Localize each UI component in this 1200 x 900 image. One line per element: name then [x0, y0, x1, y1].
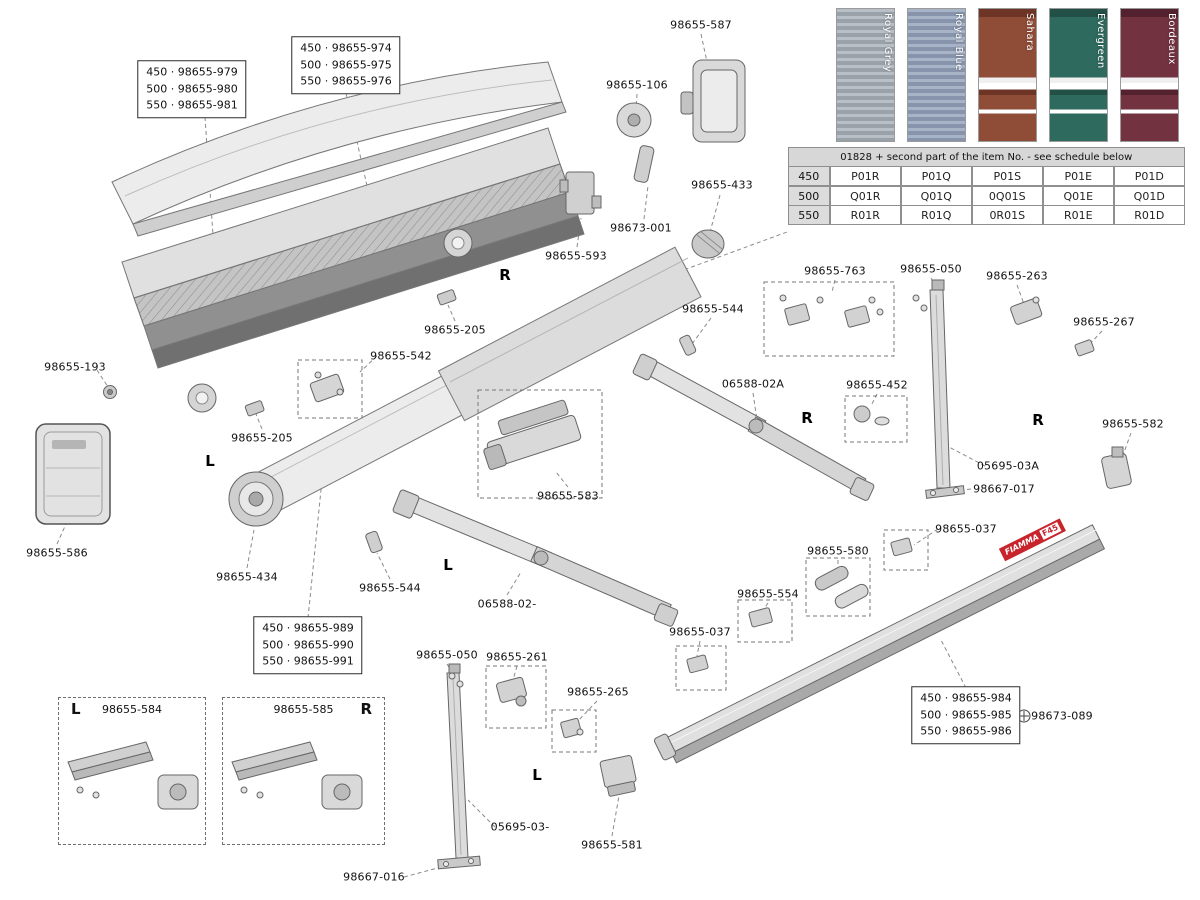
- part-label-98655-205: 98655-205: [424, 323, 486, 337]
- part-label-98655-580: 98655-580: [807, 544, 869, 558]
- fabric-code-cell: R01R: [829, 205, 901, 225]
- size-cell-550: 550: [787, 205, 830, 225]
- fabric-code-cell: P01D: [1113, 166, 1185, 186]
- part-label-98667-016: 98667-016: [343, 870, 405, 884]
- part-label-98655-263: 98655-263: [986, 269, 1048, 283]
- side-marker-R: R: [499, 266, 511, 284]
- support-arm-lower-drawing: [392, 489, 679, 627]
- lead-bar-drawing: [653, 524, 1106, 764]
- part-label-98655-433: 98655-433: [691, 178, 753, 192]
- size-label-line: 550 · 98655-991: [262, 654, 354, 668]
- fabric-code-cell: R01Q: [900, 205, 972, 225]
- part-label-98655-106: 98655-106: [606, 78, 668, 92]
- group-box-label: 98655-585: [273, 703, 334, 716]
- part-label-98655-434: 98655-434: [216, 570, 278, 584]
- size-label-box-roller-tube-sizes: 450 · 98655-989 500 · 98655-990 550 · 9865…: [253, 616, 363, 674]
- size-label-box-lead-bar-sizes: 450 · 98655-984 500 · 98655-985 550 · 9865…: [911, 686, 1021, 744]
- swatch-name: Bordeaux: [1166, 13, 1177, 65]
- fabric-swatch-row: Royal Grey Royal Blue Sahara Evergreen Borde…: [830, 8, 1185, 142]
- fabric-code-cell: P01Q: [900, 166, 972, 186]
- small-parts-drawing: [67, 59, 1132, 810]
- side-marker-L: L: [205, 452, 215, 470]
- fabric-swatch-royal-blue: Royal Blue: [907, 8, 966, 142]
- group-box-marker-R: R: [360, 700, 372, 718]
- fabric-swatch-evergreen: Evergreen: [1049, 8, 1108, 142]
- group-box-98655-584: 98655-584 L: [58, 697, 206, 845]
- size-label-line: 500 · 98655-990: [262, 637, 354, 651]
- part-label-06588-02A: 06588-02A: [721, 377, 785, 391]
- swatch-name: Sahara: [1024, 13, 1035, 52]
- part-label-98655-037: 98655-037: [935, 522, 997, 536]
- part-label-98667-017: 98667-017: [973, 482, 1035, 496]
- fabric-code-cell: 0R01S: [971, 205, 1043, 225]
- fabric-code-cell: R01E: [1042, 205, 1114, 225]
- side-marker-L: L: [443, 556, 453, 574]
- part-label-98655-593: 98655-593: [545, 249, 607, 263]
- size-label-line: 500 · 98655-980: [146, 81, 238, 95]
- roller-tube-drawing: [228, 229, 725, 527]
- part-label-98655-582: 98655-582: [1102, 417, 1164, 431]
- part-label-98655-037: 98655-037: [669, 625, 731, 639]
- part-label-98655-583: 98655-583: [537, 489, 599, 503]
- fabric-color-table: Royal Grey Royal Blue Sahara Evergreen Borde…: [787, 8, 1185, 225]
- part-label-98655-544: 98655-544: [682, 302, 744, 316]
- fabric-code-cell: Q01E: [1042, 185, 1114, 206]
- part-label-98655-587: 98655-587: [670, 18, 732, 32]
- size-label-line: 550 · 98655-981: [146, 98, 238, 112]
- fabric-swatch-sahara: Sahara: [978, 8, 1037, 142]
- size-label-line: 450 · 98655-979: [146, 65, 238, 79]
- part-label-98655-193: 98655-193: [44, 360, 106, 374]
- fabric-code-cell: R01D: [1113, 205, 1185, 225]
- size-label-box-case-lid-sizes: 450 · 98655-979 500 · 98655-980 550 · 9865…: [137, 60, 247, 118]
- group-box-98655-585: 98655-585 R: [222, 697, 385, 845]
- size-label-line: 450 · 98655-984: [920, 691, 1012, 705]
- support-leg-left-drawing: [437, 663, 481, 870]
- end-cap-drawing: [35, 423, 111, 525]
- part-label-98655-452: 98655-452: [846, 378, 908, 392]
- part-label-98655-586: 98655-586: [26, 546, 88, 560]
- part-label-98655-763: 98655-763: [804, 264, 866, 278]
- fabric-swatch-bordeaux: Bordeaux: [1120, 8, 1179, 142]
- side-marker-L: L: [532, 766, 542, 784]
- size-label-line: 500 · 98655-975: [300, 57, 392, 71]
- case-profile-drawing: [121, 127, 585, 413]
- size-label-line: 550 · 98655-986: [920, 724, 1012, 738]
- part-label-05695-03-: 05695-03-: [490, 820, 550, 834]
- group-box-marker-L: L: [71, 700, 81, 718]
- size-label-line: 500 · 98655-985: [920, 707, 1012, 721]
- part-label-98655-205: 98655-205: [231, 431, 293, 445]
- part-label-98655-050: 98655-050: [900, 262, 962, 276]
- part-label-98673-089: 98673-089: [1031, 709, 1093, 723]
- part-label-06588-02-: 06588-02-: [477, 597, 537, 611]
- part-label-98655-050: 98655-050: [416, 648, 478, 662]
- size-label-box-case-profile-sizes: 450 · 98655-974 500 · 98655-975 550 · 9865…: [291, 36, 401, 94]
- part-label-98655-544: 98655-544: [359, 581, 421, 595]
- support-leg-right-drawing: [925, 279, 965, 499]
- part-label-05695-03A: 05695-03A: [976, 459, 1040, 473]
- size-label-line: 450 · 98655-989: [262, 621, 354, 635]
- group-box-label: 98655-584: [102, 703, 162, 716]
- swatch-name: Royal Blue: [953, 13, 964, 71]
- size-label-line: 450 · 98655-974: [300, 41, 392, 55]
- part-label-98655-267: 98655-267: [1073, 315, 1135, 329]
- support-arm-upper-drawing: [632, 353, 875, 501]
- swatch-name: Evergreen: [1095, 13, 1106, 69]
- side-marker-R: R: [1032, 411, 1044, 429]
- case-lid-drawing: [111, 61, 567, 237]
- part-label-98655-542: 98655-542: [370, 349, 432, 363]
- swatch-name: Royal Grey: [882, 13, 893, 73]
- part-label-98655-261: 98655-261: [486, 650, 548, 664]
- part-label-98655-265: 98655-265: [567, 685, 629, 699]
- part-label-98655-554: 98655-554: [737, 587, 799, 601]
- fabric-code-cell: P01R: [829, 166, 901, 186]
- part-label-98655-581: 98655-581: [581, 838, 643, 852]
- fabric-code-grid: 01828 + second part of the item No. - se…: [787, 146, 1185, 225]
- fabric-swatch-royal-grey: Royal Grey: [836, 8, 895, 142]
- part-label-98673-001: 98673-001: [610, 221, 672, 235]
- size-label-line: 550 · 98655-976: [300, 74, 392, 88]
- dashed-part-boxes: [297, 281, 929, 753]
- side-marker-R: R: [801, 409, 813, 427]
